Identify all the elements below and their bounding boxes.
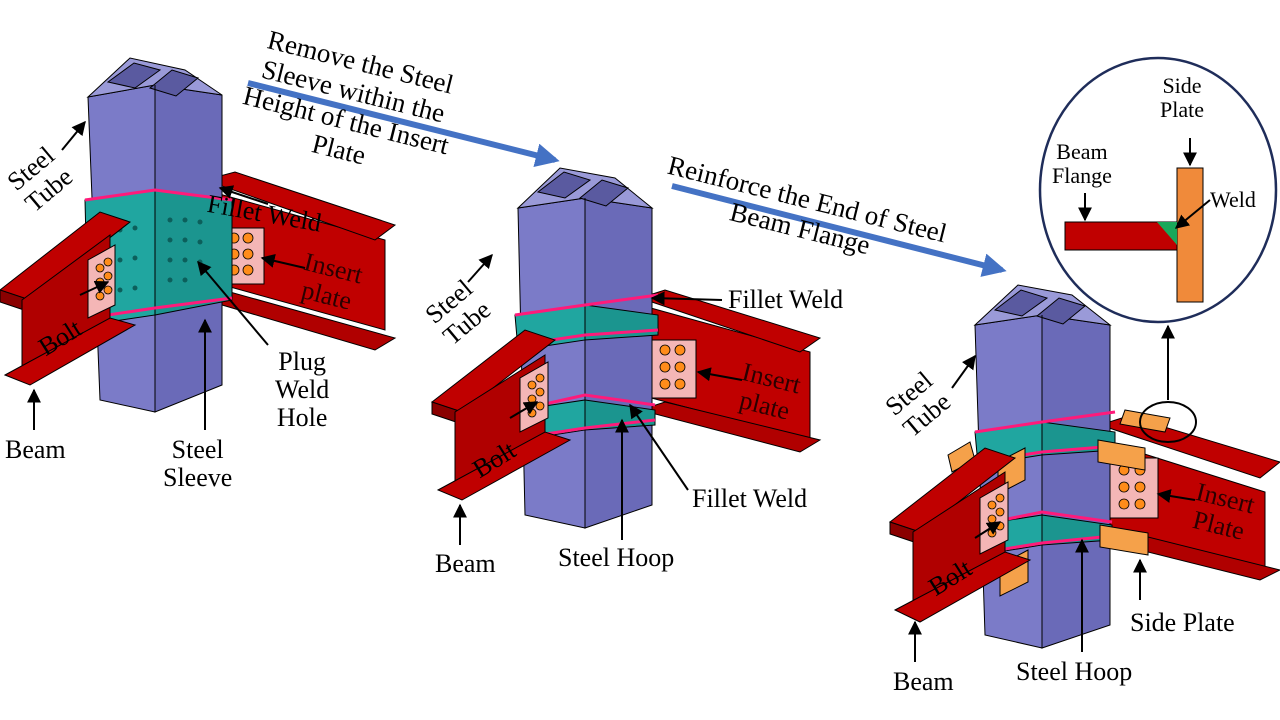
detail-side-plate-line1: Side	[1162, 73, 1202, 98]
left-beam-front	[0, 211, 137, 386]
right-beam-front	[888, 447, 1032, 623]
detail-side-plate	[1176, 167, 1204, 303]
middle-steel-hoop-label: Steel Hoop	[558, 543, 675, 572]
middle-beam-label: Beam	[435, 549, 496, 578]
detail-side-plate-label: Side Plate	[1160, 74, 1204, 122]
label-arrows	[27, 120, 1196, 662]
step-arrow-2	[671, 183, 1007, 277]
left-plug-line3: Hole	[276, 403, 328, 432]
middle-insert-plate	[651, 339, 697, 399]
middle-fillet-weld-top-label: Fillet Weld	[728, 285, 844, 314]
detail-beam-flange-line2: Flange	[1052, 163, 1112, 188]
right-beam-label: Beam	[893, 667, 954, 696]
left-plug-weld-hole-label: Plug Weld Hole	[275, 348, 329, 432]
left-sleeve-line1: Steel	[171, 435, 224, 464]
left-sleeve-line2: Sleeve	[163, 463, 233, 492]
detail-weld	[1157, 222, 1177, 245]
right-assembly	[888, 284, 1280, 649]
left-steel-sleeve-label: Steel Sleeve	[163, 436, 232, 492]
detail-weld-label: Weld	[1210, 187, 1256, 212]
middle-fillet-weld-bottom-label: Fillet Weld	[692, 484, 808, 513]
right-side-plate-label: Side Plate	[1130, 608, 1235, 637]
step-arrow-1	[247, 80, 560, 167]
left-plug-line2: Weld	[275, 375, 330, 404]
right-steel-hoop-label: Steel Hoop	[1016, 657, 1133, 686]
detail-side-plate-line2: Plate	[1160, 97, 1204, 122]
detail-view	[1038, 56, 1278, 324]
left-beam-label: Beam	[5, 435, 66, 464]
right-beam-right	[1098, 415, 1280, 581]
detail-beam-flange	[1064, 221, 1178, 251]
detail-beam-flange-label: Beam Flange	[1052, 140, 1112, 188]
left-plug-line1: Plug	[278, 347, 326, 376]
detail-callout-ellipse	[1139, 401, 1197, 443]
middle-beam-right	[638, 289, 822, 453]
detail-beam-flange-line1: Beam	[1056, 139, 1108, 164]
